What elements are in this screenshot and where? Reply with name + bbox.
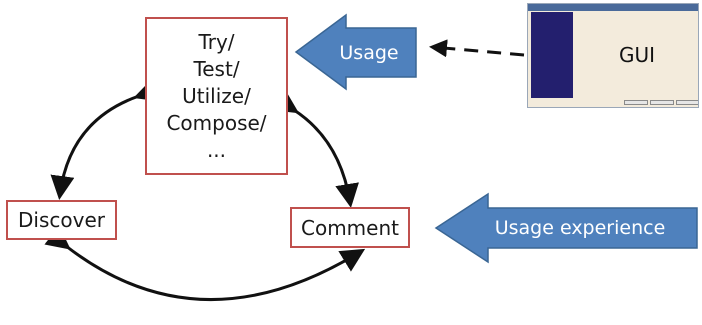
link-main-comment [272, 90, 359, 208]
usage-arrow [294, 13, 417, 91]
main-line-ellipsis: ... [206, 137, 227, 162]
comment-box: Comment [290, 207, 410, 248]
gui-titlebar [528, 4, 698, 11]
main-line-utilize: Utilize/ [182, 83, 251, 108]
gui-button [624, 100, 648, 105]
usage-label: Usage [339, 42, 399, 64]
link-gui-usage [429, 39, 525, 58]
comment-label: Comment [301, 215, 399, 240]
main-line-test: Test/ [193, 56, 240, 81]
usage-experience-label: Usage experience [494, 217, 666, 239]
main-line-compose: Compose/ [166, 110, 267, 135]
gui-side-panel [531, 12, 573, 98]
discover-box: Discover [6, 200, 117, 240]
usage-experience-arrow [434, 192, 698, 264]
try-test-utilize-compose-box: Try/ Test/ Utilize/ Compose/ ... [145, 17, 288, 175]
link-discover-comment [44, 225, 366, 302]
gui-label: GUI [618, 43, 656, 67]
discover-label: Discover [18, 208, 105, 232]
link-main-discover [50, 78, 160, 200]
gui-window-thumbnail: GUI [527, 3, 699, 108]
gui-button [676, 100, 698, 105]
main-line-try: Try/ [198, 29, 235, 54]
gui-button [650, 100, 674, 105]
